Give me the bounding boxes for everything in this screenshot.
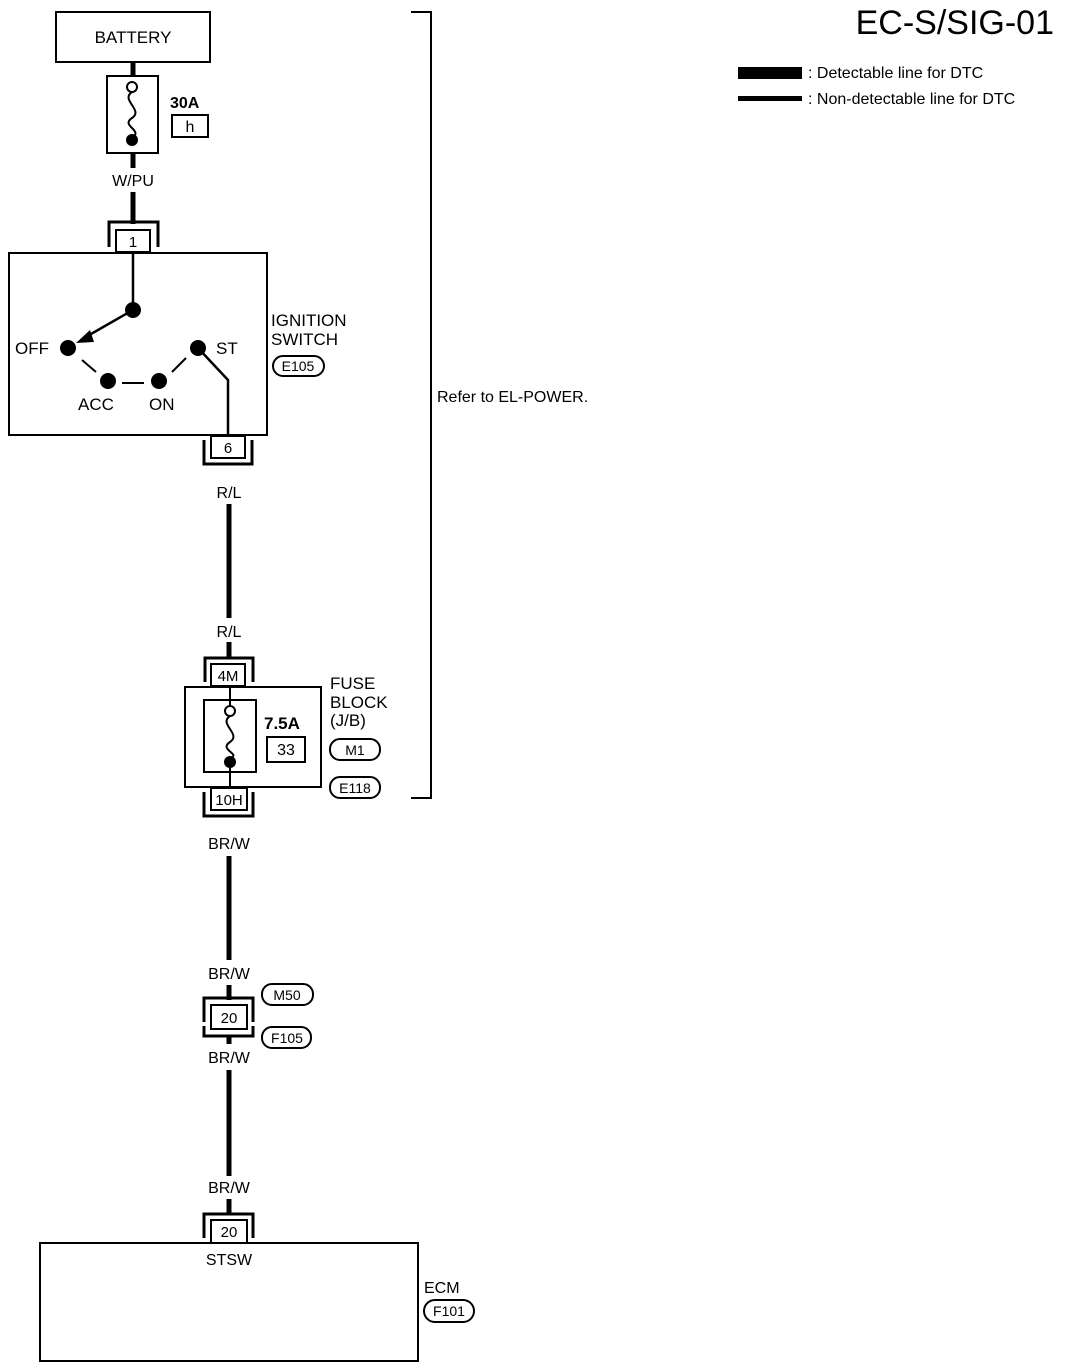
wire-label-brw-4: BR/W: [208, 1180, 251, 1197]
wire-label-brw-3: BR/W: [208, 1050, 251, 1067]
ign-on-contact: [151, 373, 167, 389]
ecm-pin-20: 20: [202, 1212, 255, 1244]
ign-pin-6: 6: [202, 435, 254, 466]
fb-pin-10h-label: 10H: [215, 792, 243, 809]
ic-connector-badge-top: [261, 983, 314, 1006]
ign-pin-1-label: 1: [129, 234, 137, 251]
ign-acc-contact: [100, 373, 116, 389]
ign-title-line1: IGNITION: [271, 311, 347, 330]
fusible-link-rating: 30A: [170, 95, 200, 112]
fb-title-line1: FUSE: [330, 674, 375, 693]
ecm: STSW: [39, 1242, 419, 1362]
wire-label-rl-top: R/L: [217, 485, 242, 502]
legend: : Detectable line for DTC : Non-detectab…: [738, 65, 1015, 108]
ignition-switch: OFF ACC ON ST: [8, 252, 268, 436]
fuse-element-icon: [127, 91, 137, 139]
ign-switch-lever: [83, 308, 134, 340]
ecm-terminal-name: STSW: [206, 1252, 253, 1269]
arrow-head-icon: [76, 330, 94, 343]
fb-fuse-element-icon: [225, 715, 235, 759]
inline-connector: 20: [202, 996, 255, 1038]
refer-text: Refer to EL-POWER.: [437, 389, 588, 406]
ecm-connector-id: F101: [433, 1303, 465, 1319]
ign-title-line2: SWITCH: [271, 330, 338, 349]
fb-connector-badge-2: [329, 776, 381, 799]
fb-pin-10h: 10H: [202, 787, 255, 818]
fb-fuse-rating: 7.5A: [264, 714, 300, 733]
battery: BATTERY: [55, 11, 211, 63]
fusible-link-id: h: [186, 119, 195, 136]
ign-off-contact: [60, 340, 76, 356]
wire-label-brw-2: BR/W: [208, 966, 251, 983]
fuse-block: 7.5A 33: [184, 686, 322, 788]
ecm-connector-badge: [423, 1299, 475, 1323]
fb-connector-1: M1: [345, 742, 365, 758]
fb-title-line2: BLOCK: [330, 693, 388, 712]
ign-st-wire: [197, 347, 230, 436]
ign-pin-1: 1: [107, 220, 160, 253]
ic-connector-badge-bottom: [261, 1026, 312, 1049]
wire-label-brw-1: BR/W: [208, 836, 251, 853]
fb-connector-2: E118: [339, 780, 371, 796]
fuse-closed-terminal: [126, 134, 138, 146]
ign-pos-off: OFF: [15, 339, 49, 358]
fb-connector-badge-1: [329, 738, 381, 761]
fb-title-line3: (J/B): [330, 711, 366, 730]
fb-fuse-id-box: [266, 736, 306, 763]
legend-non-detectable-label: : Non-detectable line for DTC: [808, 91, 1015, 108]
ign-connector-badge: [272, 355, 325, 377]
battery-label: BATTERY: [95, 28, 172, 47]
ecm-title: ECM: [424, 1280, 460, 1297]
legend-detectable-label: : Detectable line for DTC: [808, 65, 983, 82]
fusible-link-id-box: [171, 114, 209, 138]
ic-connector-bottom: F105: [271, 1030, 303, 1046]
ic-connector-top: M50: [273, 987, 300, 1003]
legend-non-detectable-swatch: [738, 96, 802, 101]
fuse-open-terminal: [126, 81, 138, 93]
fusible-link: 30A h: [106, 75, 209, 154]
inline-connector-pin: 20: [221, 1010, 238, 1027]
fb-fuse-id: 33: [277, 742, 295, 759]
fb-pin-4m-label: 4M: [218, 668, 239, 685]
ecm-pin-20-label: 20: [221, 1224, 238, 1241]
refer-brace: [411, 11, 432, 799]
page-id: EC-S/SIG-01: [856, 4, 1054, 42]
wire-label-rl-bottom: R/L: [217, 624, 242, 641]
wire-label-wpu: W/PU: [112, 173, 154, 190]
fb-fuse-open-terminal: [224, 705, 236, 717]
ign-pos-on: ON: [149, 395, 175, 414]
ign-pos-st: ST: [216, 339, 238, 358]
fb-fuse-closed-terminal: [224, 756, 236, 768]
ign-pin-6-label: 6: [224, 440, 232, 457]
ign-connector-id: E105: [282, 358, 315, 374]
fb-pin-4m: 4M: [203, 656, 255, 687]
legend-detectable-swatch: [738, 67, 802, 79]
ign-pos-acc: ACC: [78, 395, 114, 414]
